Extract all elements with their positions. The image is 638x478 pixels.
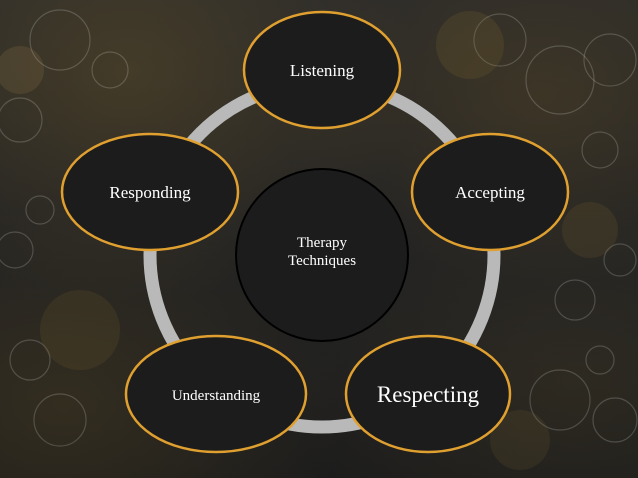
- node-accepting: Accepting: [410, 132, 570, 252]
- center-circle: [235, 168, 409, 342]
- bokeh-background: [0, 9, 638, 447]
- node-respecting-shape: [344, 334, 512, 454]
- node-listening-shape: [242, 10, 402, 130]
- node-understanding-shape: [124, 334, 308, 454]
- node-accepting-shape: [410, 132, 570, 252]
- node-listening: Listening: [242, 10, 402, 130]
- node-respecting-label: Respecting: [377, 382, 480, 407]
- center-label-line2: Techniques: [288, 253, 356, 269]
- node-responding-shape: [60, 132, 240, 252]
- center-label-line1: Therapy: [297, 235, 347, 251]
- node-understanding-label: Understanding: [172, 388, 261, 404]
- node-listening-label: Listening: [290, 61, 355, 80]
- node-understanding: Understanding: [124, 334, 308, 454]
- node-responding: Responding: [60, 132, 240, 252]
- node-responding-label: Responding: [109, 183, 191, 202]
- bokeh-fill: [0, 11, 618, 470]
- node-respecting: Respecting: [344, 334, 512, 454]
- node-accepting-label: Accepting: [455, 183, 525, 202]
